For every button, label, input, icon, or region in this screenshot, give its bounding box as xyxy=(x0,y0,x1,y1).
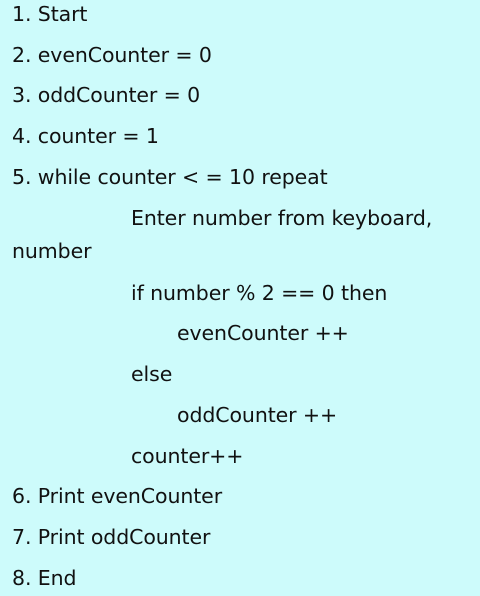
loop-input-wrap: number xyxy=(12,239,92,263)
loop-else: else xyxy=(131,362,173,386)
loop-counter-increment: counter++ xyxy=(131,444,244,468)
step-while-loop: 5. while counter < = 10 repeat xyxy=(12,165,328,189)
step-init-even-counter: 2. evenCounter = 0 xyxy=(12,43,212,67)
step-start: 1. Start xyxy=(12,2,88,26)
loop-input-line: Enter number from keyboard, xyxy=(131,206,433,230)
step-end: 8. End xyxy=(12,566,77,590)
step-init-counter: 4. counter = 1 xyxy=(12,124,159,148)
step-init-odd-counter: 3. oddCounter = 0 xyxy=(12,83,201,107)
loop-if-condition: if number % 2 == 0 then xyxy=(131,281,388,305)
step-print-odd: 7. Print oddCounter xyxy=(12,525,211,549)
loop-even-increment: evenCounter ++ xyxy=(177,321,349,345)
step-print-even: 6. Print evenCounter xyxy=(12,484,223,508)
loop-odd-increment: oddCounter ++ xyxy=(177,403,338,427)
